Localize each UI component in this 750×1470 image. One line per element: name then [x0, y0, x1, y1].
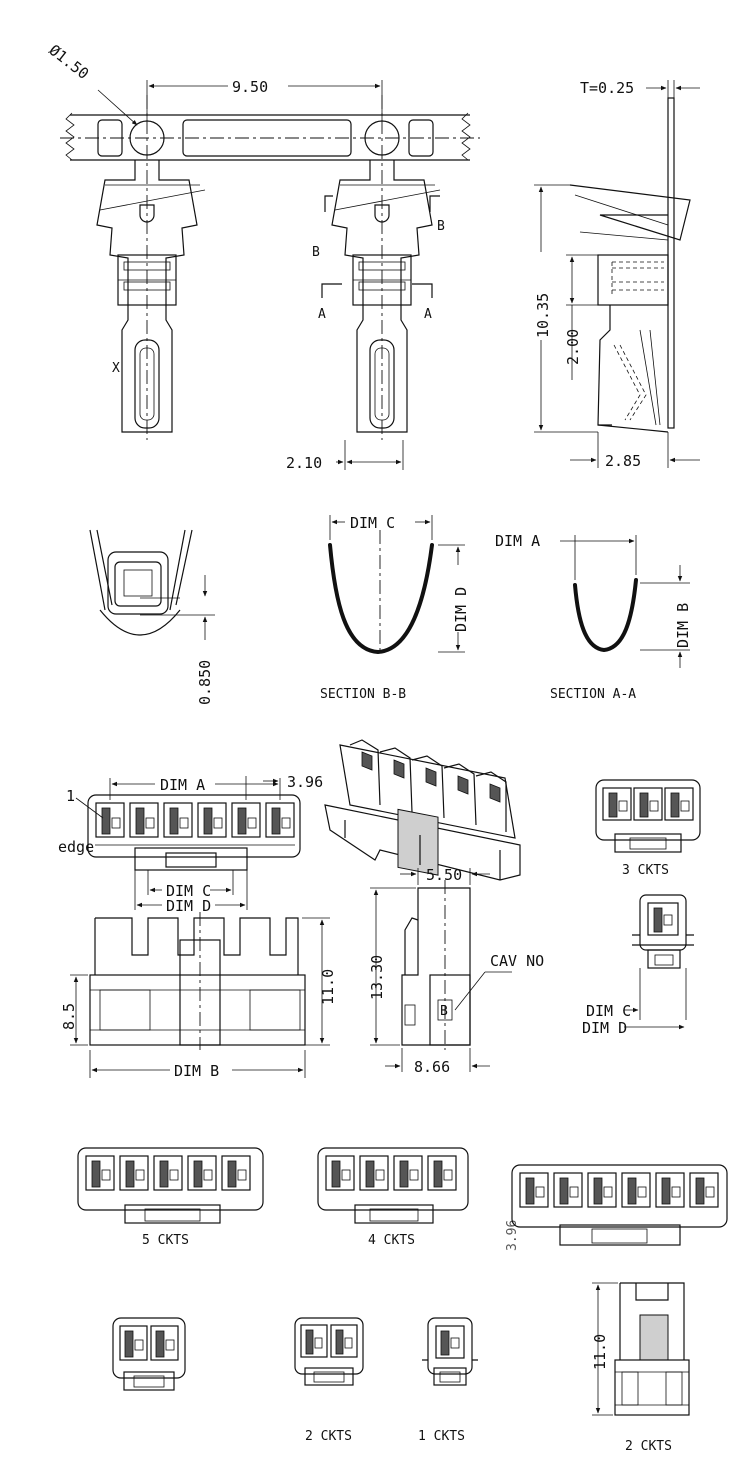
section-mark-a-right: A [424, 307, 432, 322]
housing-1ckt-front: 1 CKTS [418, 1317, 478, 1444]
section-aa: DIM A DIM B SECTION A-A [495, 532, 692, 702]
side-width-dim: 2.85 [605, 452, 641, 470]
terminal-front-view: 0.850 [89, 529, 215, 705]
label-3ckts: 3 CKTS [622, 863, 669, 878]
cavity-b-letter: B [440, 1004, 448, 1019]
housing-pitch: 3.96 [287, 773, 323, 791]
bb-dim-c: DIM C [350, 514, 395, 532]
width-dim: 2.10 [286, 454, 322, 472]
side-11-0: 11.0 [591, 1334, 609, 1370]
section-bb: DIM C DIM D SECTION B-B [320, 514, 470, 702]
housing-dim-b: DIM B [174, 1062, 219, 1080]
hole-diameter-dim: Ø1.50 [46, 41, 93, 83]
section-aa-title: SECTION A-A [550, 687, 636, 702]
edge-label: edge [58, 838, 94, 856]
aa-dim-a: DIM A [495, 532, 540, 550]
housing-dim-d: DIM D [166, 897, 211, 915]
small-dim-d: DIM D [582, 1019, 627, 1037]
housing-4ckts: 4 CKTS [317, 1147, 469, 1248]
housing-3ckts: 3 CKTS [595, 779, 701, 878]
housing-side-view: B 5.50 13.30 CAV NO 8.66 [368, 866, 544, 1076]
terminal-top-view: X B B A A 9.50 Ø1.50 2.10 [46, 41, 480, 472]
small-dim-c: DIM C [586, 1002, 631, 1020]
pitch-dim: 9.50 [232, 78, 268, 96]
height-11-0: 11.0 [319, 969, 337, 1005]
side-bottom-dim: 8.66 [414, 1058, 450, 1076]
front-dim: 0.850 [196, 660, 214, 705]
height-dim: 10.35 [534, 293, 552, 338]
housing-2ckts-front-unlabeled [112, 1317, 186, 1391]
terminal-side-view: T=0.25 10.35 2.00 2.85 [534, 79, 700, 470]
housing-small-side-view: DIM C DIM D [582, 894, 694, 1037]
housing-dim-c: DIM C [166, 882, 211, 900]
housing-dim-a: DIM A [160, 776, 205, 794]
label-5ckts: 5 CKTS [142, 1233, 189, 1248]
side-top-dim: 5.50 [426, 866, 462, 884]
housing-isometric-view [324, 739, 521, 881]
section-mark-a-left: A [318, 307, 326, 322]
height-8-5: 8.5 [60, 1003, 78, 1030]
housing-6ckts: 3.96 [505, 1164, 728, 1251]
cav-no-label: CAV NO [490, 952, 544, 970]
section-mark-b-left: B [312, 245, 320, 260]
label-2ckts-b: 2 CKTS [625, 1439, 672, 1454]
housing-2ckts-front: 2 CKTS [294, 1317, 364, 1444]
cavity-one-label: 1 [66, 787, 75, 805]
bb-dim-d: DIM D [452, 587, 470, 632]
x-mark: X [112, 361, 120, 376]
aa-dim-b: DIM B [674, 603, 692, 648]
section-mark-b-right: B [437, 219, 445, 234]
thickness-dim: T=0.25 [580, 79, 634, 97]
side-height-dim: 13.30 [368, 955, 386, 1000]
label-4ckts: 4 CKTS [368, 1233, 415, 1248]
housing-front-view: DIM A 3.96 1 edge DIM C DIM D [58, 773, 323, 915]
housing-elevation-view: 8.5 11.0 DIM B [60, 912, 337, 1080]
crimp-length-dim: 2.00 [564, 329, 582, 365]
housing-5ckts: 5 CKTS [77, 1147, 264, 1248]
clipped-pitch-text: 3.96 [505, 1220, 520, 1251]
housing-2ckts-side: 11.0 2 CKTS [591, 1282, 690, 1454]
label-1ckt: 1 CKTS [418, 1429, 465, 1444]
section-bb-title: SECTION B-B [320, 687, 406, 702]
label-2ckts-a: 2 CKTS [305, 1429, 352, 1444]
